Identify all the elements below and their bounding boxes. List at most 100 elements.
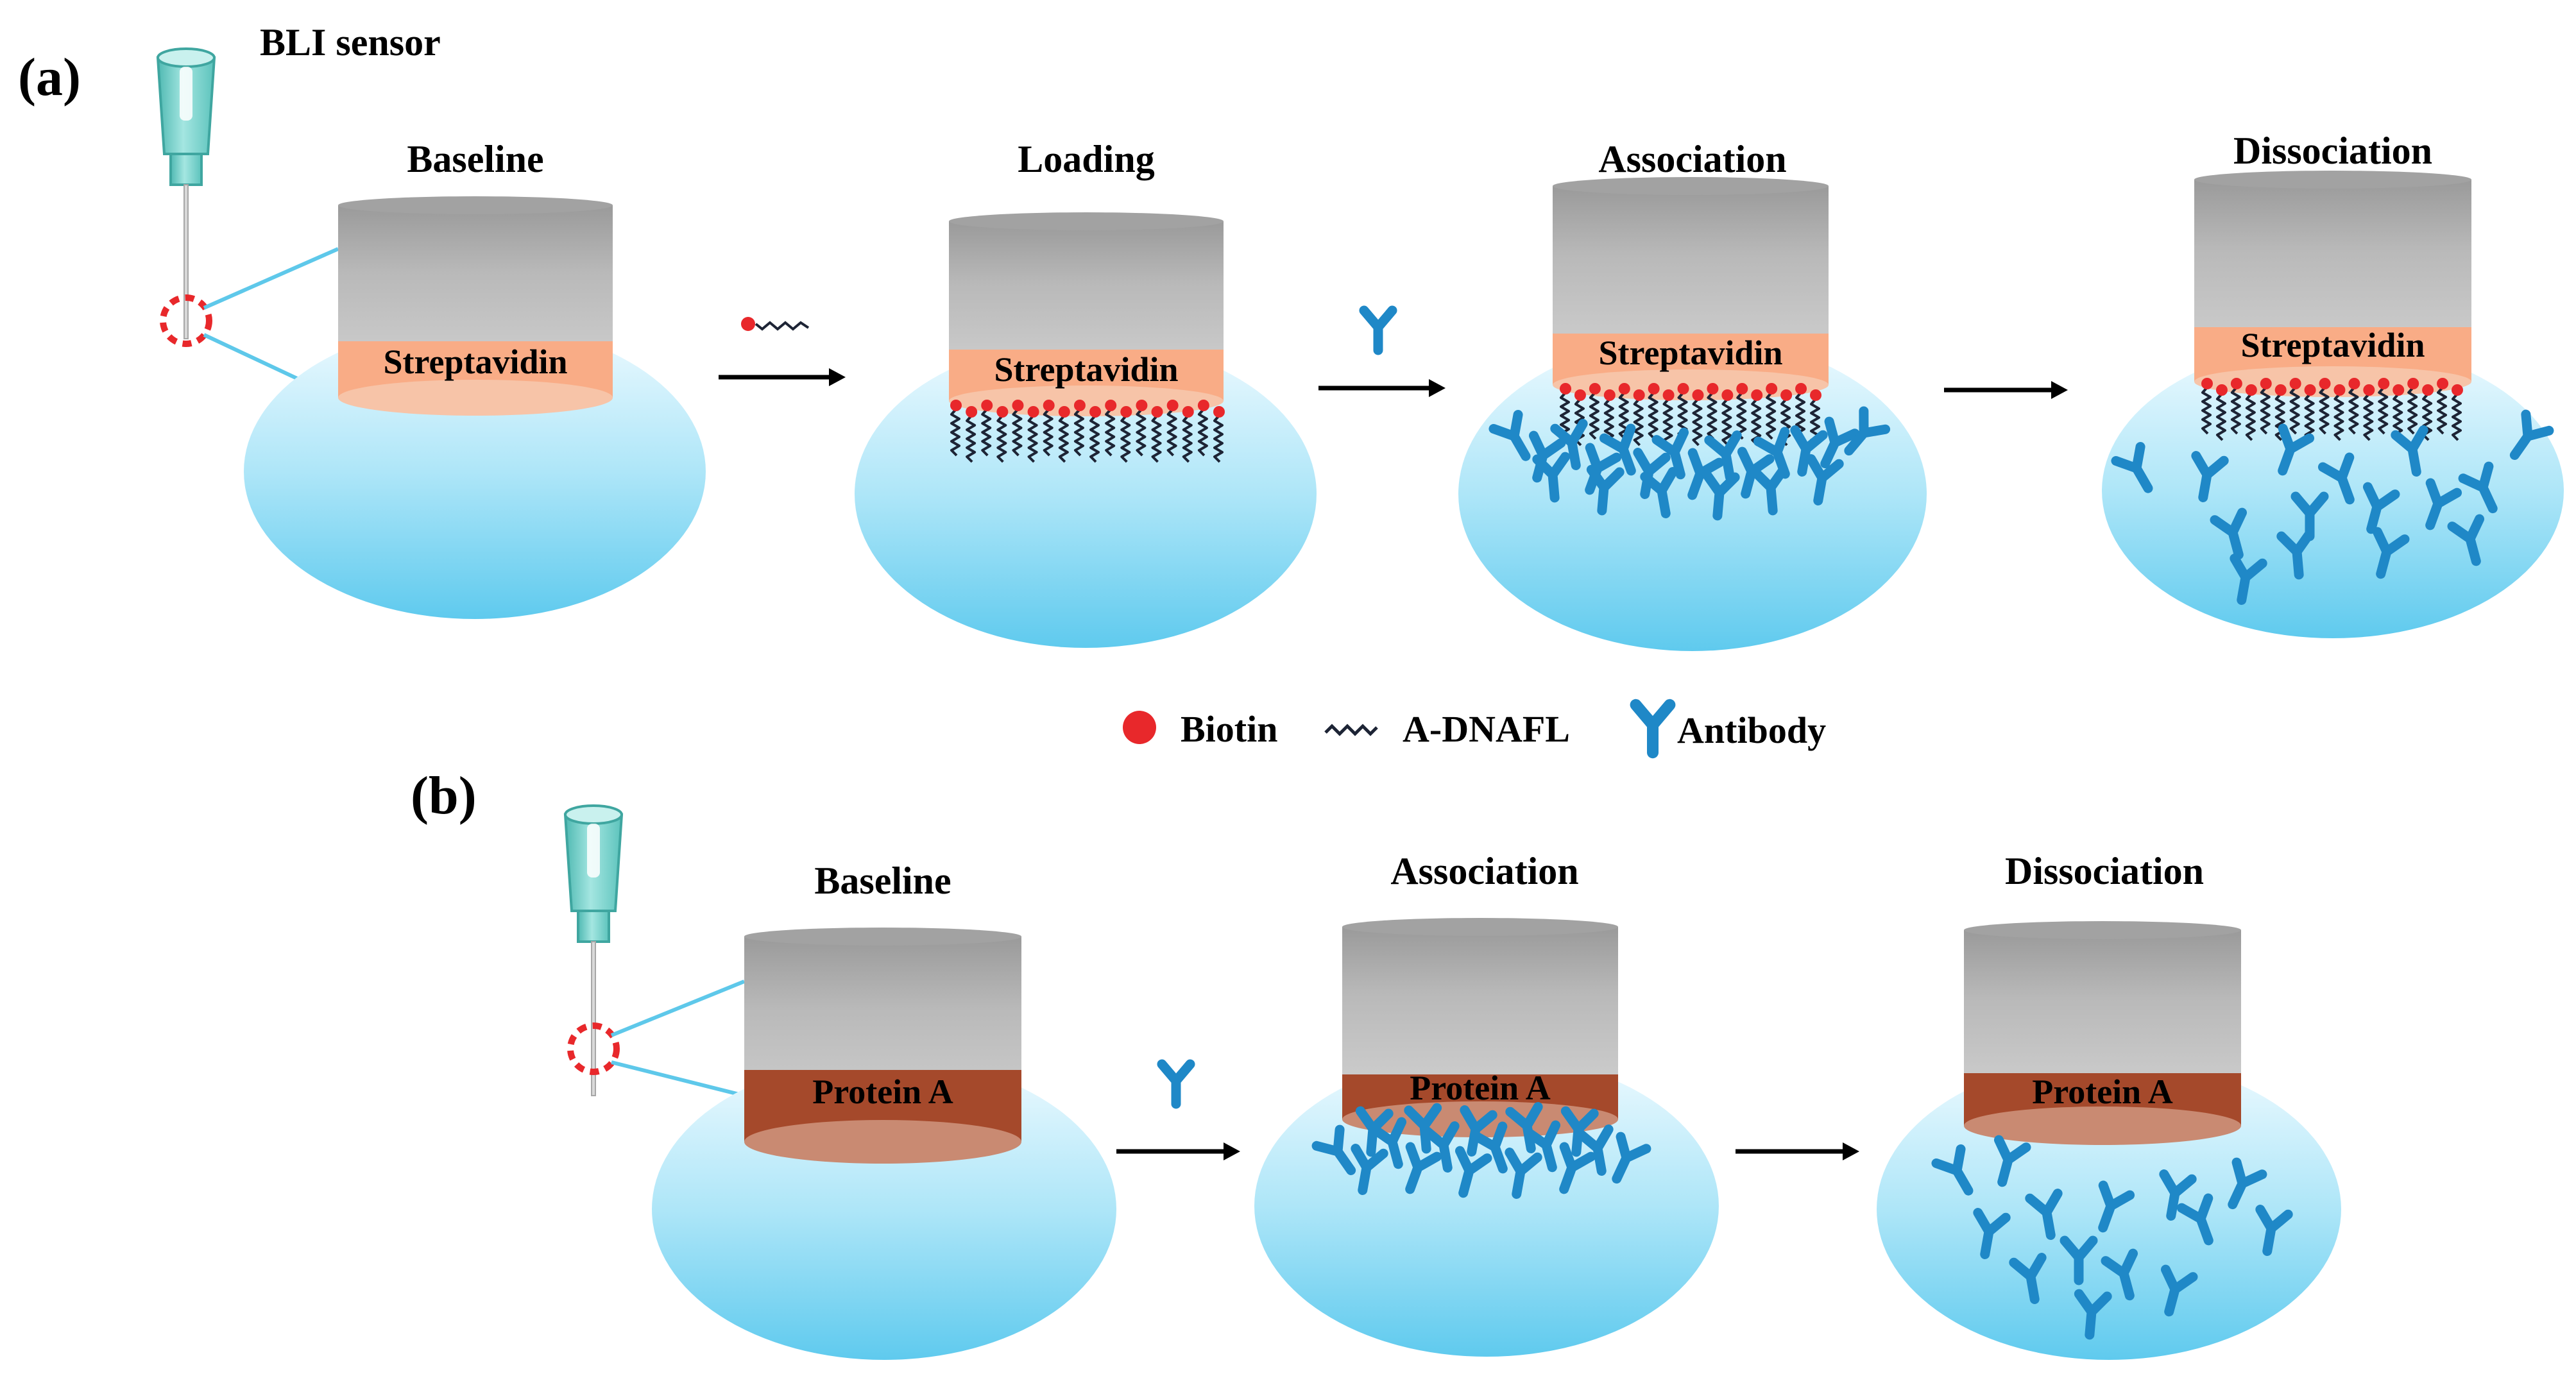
red-dot-icon xyxy=(1123,711,1156,744)
biotin-dot xyxy=(996,406,1009,418)
sensor-tip-highlight-icon xyxy=(567,1022,620,1075)
zoom-line-upper xyxy=(610,980,746,1037)
biotin-dot xyxy=(1648,383,1660,394)
legend-dna-label: A-DNAFL xyxy=(1403,708,1570,750)
biotin-dot xyxy=(1043,400,1055,411)
biotin-dot xyxy=(1662,389,1675,401)
sensor-tip-highlight-icon xyxy=(160,294,212,347)
dna-strands-group xyxy=(2201,378,2463,441)
biotin-dot xyxy=(1120,406,1132,418)
biotin-dot xyxy=(1213,406,1225,418)
biotin-dot xyxy=(950,400,962,411)
zoom-line-lower xyxy=(611,1060,745,1098)
biotin-dot xyxy=(1736,383,1748,394)
biotin-dot xyxy=(1027,406,1039,418)
biotin-dot xyxy=(1618,383,1630,394)
biotin-dot xyxy=(2260,378,2272,389)
y-antibody-icon xyxy=(1636,705,1670,752)
biotin-dot xyxy=(1766,383,1778,394)
biotin-dot xyxy=(2437,378,2449,389)
step-label-dissociation: Dissociation xyxy=(2005,850,2204,892)
arrow-a-3 xyxy=(1944,381,2068,399)
band-label-streptavidin: Streptavidin xyxy=(383,343,567,381)
wavy-strand-icon xyxy=(1324,724,1378,736)
step-label-association: Association xyxy=(1390,850,1578,892)
band-label-protein-a: Protein A xyxy=(2032,1073,2172,1111)
biotin-dot xyxy=(966,406,978,418)
biotin-dot xyxy=(1151,406,1163,418)
reagent-antibody-icon xyxy=(1162,1064,1190,1104)
panel-b-baseline-stage: Baseline Protein A xyxy=(652,860,1116,1360)
step-label-baseline: Baseline xyxy=(814,860,951,902)
biotin-dot xyxy=(2201,378,2213,389)
biotin-dot xyxy=(1136,400,1148,411)
step-label-dissociation: Dissociation xyxy=(2233,130,2432,172)
biotin-dot xyxy=(1560,383,1571,394)
biotin-dot xyxy=(2333,384,2346,396)
biotin-dot xyxy=(2274,384,2287,396)
biotin-dot xyxy=(981,400,993,411)
panel-a-loading-stage: Loading Streptavidin xyxy=(855,138,1317,648)
panel-a-label: (a) xyxy=(18,47,81,107)
legend-biotin-label: Biotin xyxy=(1181,708,1278,750)
panel-b-dissociation-stage: Dissociation Protein A xyxy=(1877,850,2341,1360)
biotin-dot xyxy=(1197,400,1209,411)
biotin-dot xyxy=(2348,378,2360,389)
biotin-dot xyxy=(1589,383,1601,394)
arrow-a-1 xyxy=(719,368,846,386)
biotin-dot xyxy=(2319,378,2331,389)
legend: Biotin A-DNAFL Antibody xyxy=(1123,705,1826,752)
biotin-dot xyxy=(1012,400,1024,411)
biotin-dot xyxy=(2422,384,2434,396)
panel-b-association-stage: Association Protein A xyxy=(1254,850,1719,1357)
panel-b-label: (b) xyxy=(411,766,477,826)
biotin-dot xyxy=(1105,400,1117,411)
biotin-dot xyxy=(1633,389,1645,401)
biotin-dot xyxy=(1574,389,1586,401)
biotin-dot xyxy=(1795,383,1807,394)
biotin-dot xyxy=(2363,384,2375,396)
panel-a-association-stage: Association Streptavidin xyxy=(1458,138,1927,651)
biotin-dot xyxy=(2378,378,2390,389)
biotin-dot xyxy=(1751,389,1763,401)
band-label-protein-a: Protein A xyxy=(812,1073,953,1111)
biotin-dot xyxy=(1166,400,1179,411)
legend-antibody-label: Antibody xyxy=(1677,709,1826,751)
step-label-loading: Loading xyxy=(1018,138,1154,180)
biotin-dot xyxy=(1677,383,1689,394)
band-label-streptavidin: Streptavidin xyxy=(1598,334,1782,372)
biotin-dot xyxy=(1073,400,1086,411)
biotin-dot xyxy=(2245,384,2257,396)
arrow-a-2 xyxy=(1318,379,1446,397)
step-label-association: Association xyxy=(1598,138,1786,180)
biotin-dot xyxy=(1058,406,1070,418)
biotin-dot xyxy=(1707,383,1719,394)
panel-a-dissociation-stage: Dissociation Streptavidin xyxy=(2102,130,2564,638)
biotin-dot xyxy=(1089,406,1102,418)
biotin-dot xyxy=(1182,406,1194,418)
reagent-antibody-icon xyxy=(1364,310,1392,350)
band-label-streptavidin: Streptavidin xyxy=(994,350,1178,389)
biotin-dot xyxy=(2304,384,2316,396)
biotin-dot xyxy=(2215,384,2228,396)
dna-strands-group xyxy=(950,400,1225,463)
biotin-dot xyxy=(2452,384,2463,396)
biotin-dot xyxy=(1692,389,1704,401)
zoom-line-upper xyxy=(203,247,339,310)
dna-strands-group xyxy=(1560,383,1821,446)
arrow-b-2 xyxy=(1736,1142,1859,1160)
biotin-dot xyxy=(2407,378,2419,389)
step-label-baseline: Baseline xyxy=(407,138,543,180)
reagent-biotin-dna-icon xyxy=(741,317,810,331)
band-label-protein-a: Protein A xyxy=(1410,1069,1550,1107)
biotin-dot xyxy=(2230,378,2242,389)
biotin-dot xyxy=(1721,389,1734,401)
panel-a-baseline-stage: Baseline Streptavidin xyxy=(244,138,706,619)
bli-sensor-label: BLI sensor xyxy=(260,21,441,64)
band-label-streptavidin: Streptavidin xyxy=(2240,326,2425,364)
arrow-b-1 xyxy=(1116,1142,1240,1160)
biotin-dot xyxy=(1603,389,1616,401)
biotin-dot xyxy=(2289,378,2301,389)
biotin-dot xyxy=(1810,389,1821,401)
